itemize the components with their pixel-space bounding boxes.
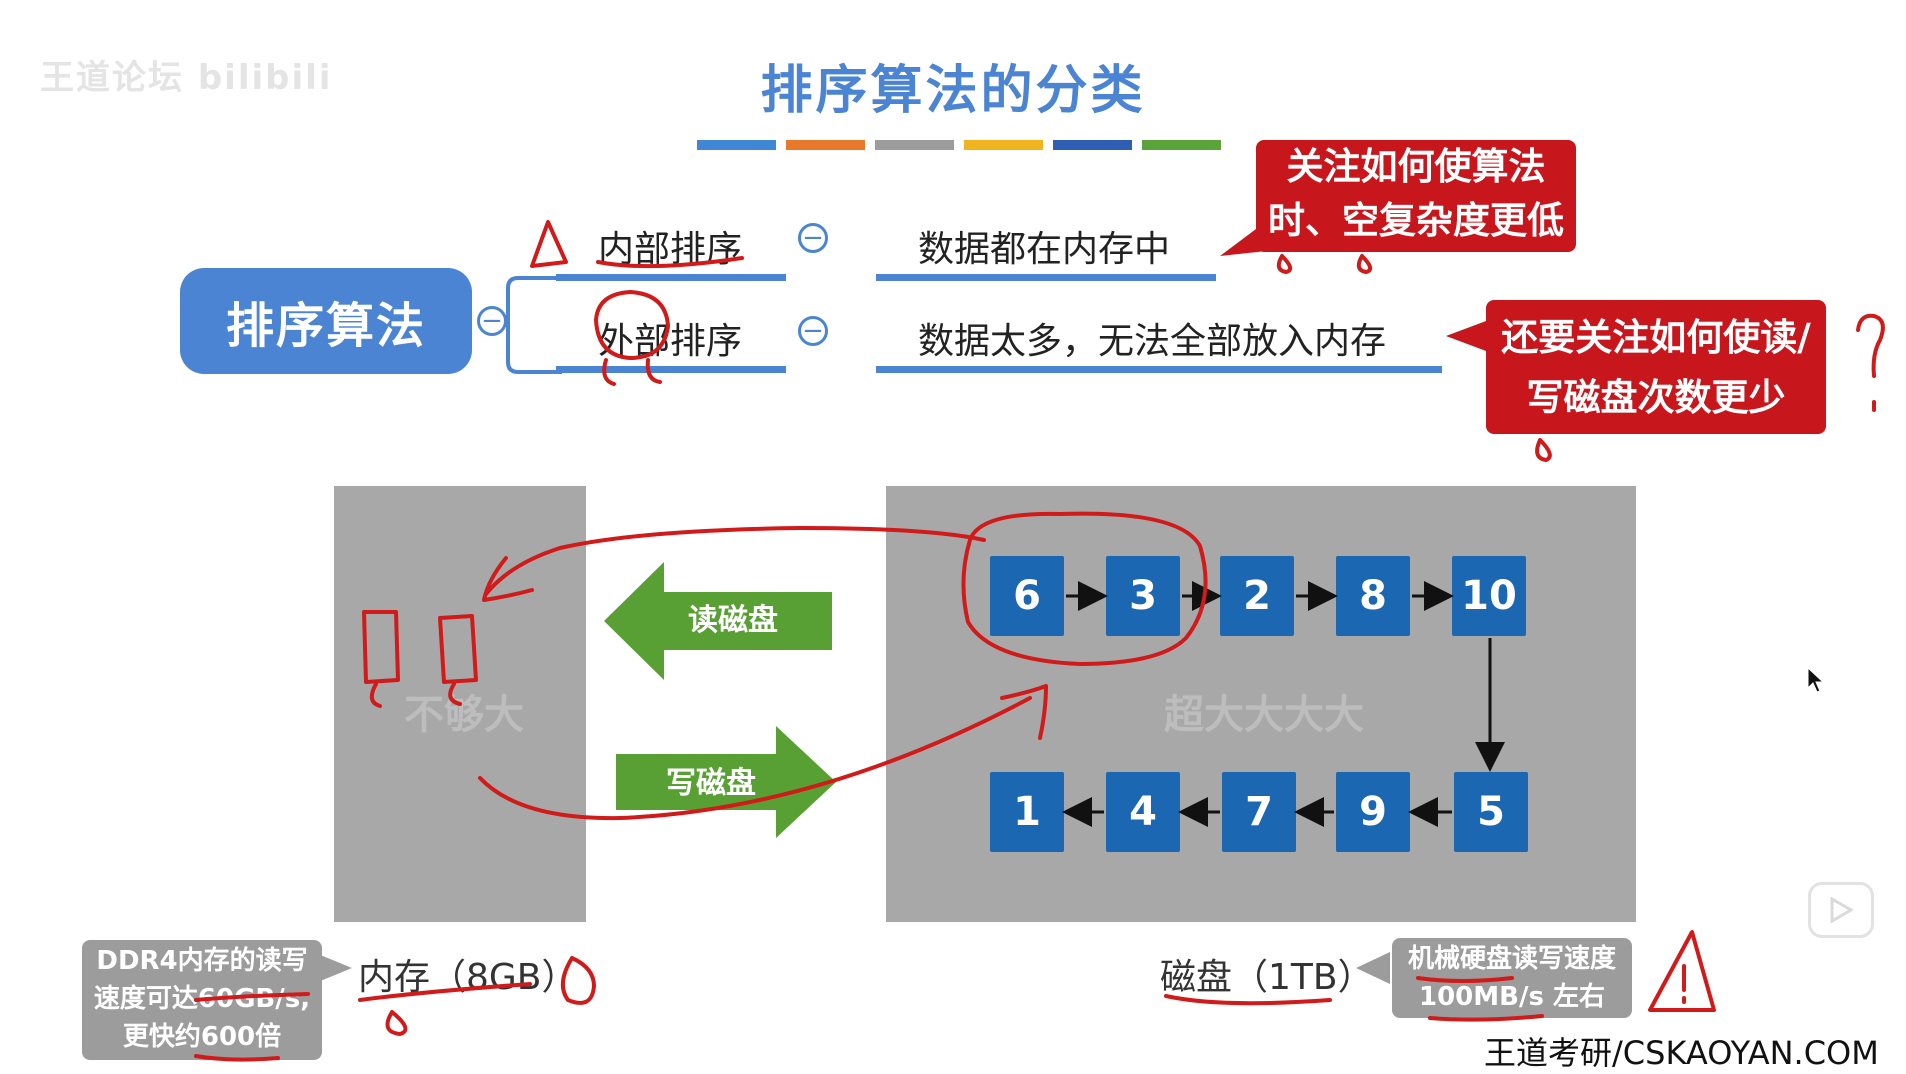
list-node: 9: [1336, 772, 1410, 852]
note-line: 100MB/s 左右: [1419, 982, 1605, 1012]
disk-speed-note: 机械硬盘读写速度 100MB/s 左右: [1392, 938, 1632, 1018]
callout-line: 还要关注如何使读/: [1501, 316, 1811, 359]
callout-line: 关注如何使算法: [1286, 145, 1546, 188]
collapse-icon[interactable]: −: [798, 223, 828, 253]
callout-line: 时、空复杂度更低: [1268, 199, 1564, 242]
branch-internal-desc: 数据都在内存中: [918, 229, 1171, 270]
collapse-icon[interactable]: −: [798, 316, 828, 346]
list-node: 2: [1220, 556, 1294, 636]
callout-internal: 关注如何使算法 时、空复杂度更低: [1256, 140, 1576, 252]
list-node: 8: [1336, 556, 1410, 636]
list-node: 5: [1454, 772, 1528, 852]
list-node: 4: [1106, 772, 1180, 852]
memory-speed-note: DDR4内存的读写 速度可达60GB/s, 更快约600倍: [82, 940, 322, 1060]
branch-underline: [556, 366, 786, 373]
read-disk-label: 读磁盘: [688, 603, 778, 638]
footer-brand: 王道考研/CSKAOYAN.COM: [1484, 1034, 1879, 1072]
callout-pointer: [1446, 318, 1494, 354]
play-button-icon[interactable]: [1808, 882, 1874, 938]
note-line: 更快约600倍: [122, 1022, 282, 1052]
callout-external: 还要关注如何使读/ 写磁盘次数更少: [1486, 300, 1826, 434]
page-title: 排序算法的分类: [760, 61, 1146, 121]
cursor-icon: [1807, 666, 1825, 693]
disk-panel-text: 超大大大大: [1164, 692, 1364, 738]
note-line: 机械硬盘读写速度: [1407, 944, 1616, 974]
list-node: 10: [1452, 556, 1526, 636]
watermark: 王道论坛 bilibili: [40, 58, 333, 98]
callout-line: 写磁盘次数更少: [1526, 376, 1786, 419]
title-color-bars: [697, 140, 1221, 150]
note-pointer: [318, 954, 352, 982]
collapse-icon[interactable]: −: [477, 306, 507, 336]
note-line: 速度可达60GB/s,: [93, 984, 311, 1014]
play-triangle-icon: [1830, 897, 1853, 923]
disk-caption: 磁盘（1TB）: [1160, 957, 1374, 998]
memory-caption: 内存（8GB）: [358, 957, 578, 998]
note-pointer: [1356, 952, 1390, 984]
note-line: DDR4内存的读写: [96, 946, 308, 976]
mindmap-root: 排序算法: [180, 268, 472, 374]
branch-external-desc: 数据太多，无法全部放入内存: [918, 321, 1387, 362]
branch-underline: [876, 366, 1442, 373]
branch-underline: [556, 274, 786, 281]
list-node: 7: [1222, 772, 1296, 852]
branch-underline: [876, 274, 1216, 281]
mindmap-bracket: [506, 276, 562, 374]
